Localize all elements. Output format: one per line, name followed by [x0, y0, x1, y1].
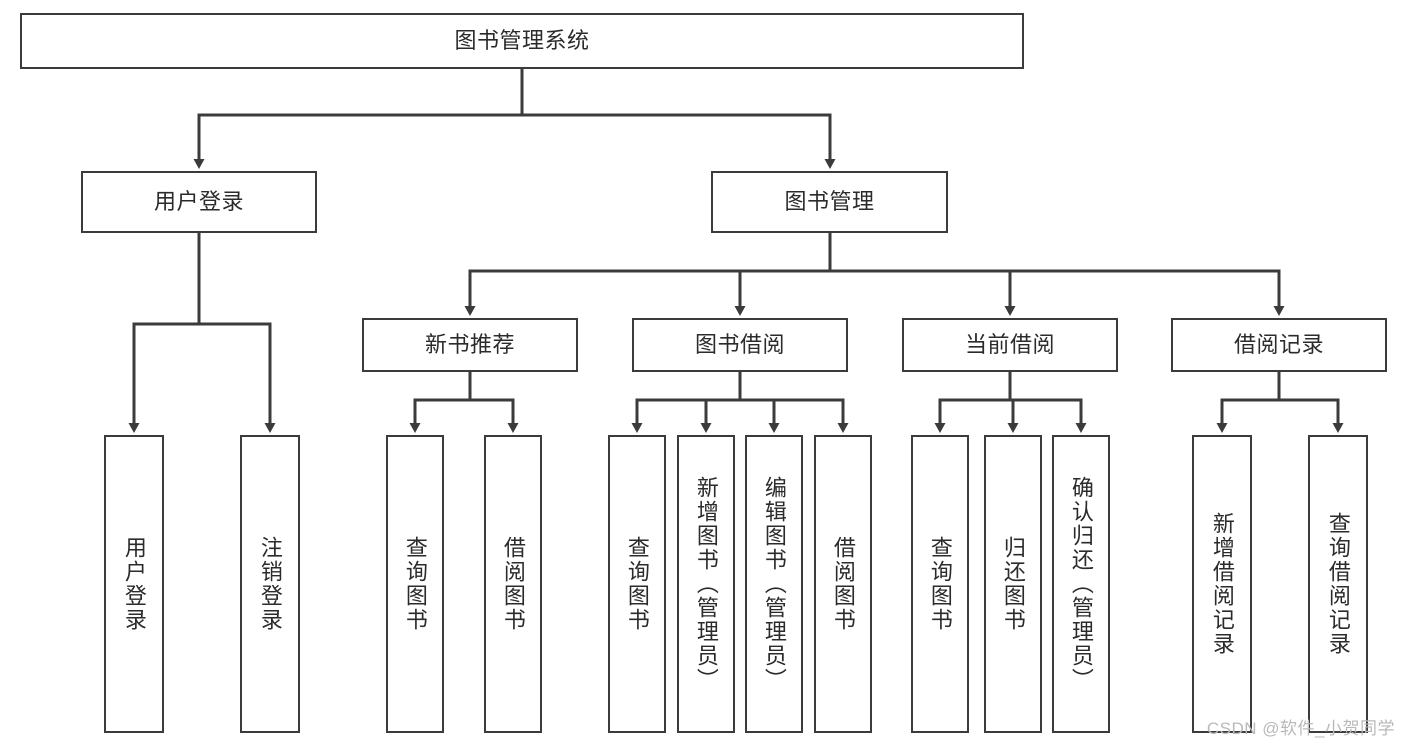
node-label: 用户登录	[121, 536, 147, 632]
node-leaf-user-logout[interactable]: 注销登录	[240, 435, 300, 733]
node-label: 图书管理系统	[454, 28, 590, 54]
connector-line	[128, 322, 199, 433]
connector-line	[734, 269, 830, 316]
node-bookmgmt[interactable]: 图书管理	[711, 171, 948, 233]
connector-line	[522, 113, 836, 169]
connector-line	[830, 269, 1016, 316]
node-newbook[interactable]: 新书推荐	[362, 318, 578, 372]
node-leaf-nb-query[interactable]: 查询图书	[386, 435, 444, 733]
connector-line	[700, 398, 740, 433]
connector-line	[1010, 398, 1087, 433]
connector-line	[199, 322, 276, 433]
node-label: 借阅记录	[1233, 332, 1324, 358]
node-root[interactable]: 图书管理系统	[20, 13, 1024, 69]
node-leaf-bk-borrow[interactable]: 借阅图书	[814, 435, 872, 733]
node-label: 确认归还（管理员）	[1068, 476, 1094, 692]
node-leaf-rec-add[interactable]: 新增借阅记录	[1192, 435, 1252, 733]
node-leaf-rec-query[interactable]: 查询借阅记录	[1308, 435, 1368, 733]
node-label: 编辑图书（管理员）	[761, 476, 787, 692]
node-label: 新书推荐	[424, 332, 515, 358]
node-leaf-bk-add[interactable]: 新增图书（管理员）	[677, 435, 735, 733]
node-label: 当前借阅	[964, 332, 1055, 358]
watermark-label: CSDN @软件_小贺同学	[1206, 719, 1395, 738]
node-leaf-user-login[interactable]: 用户登录	[104, 435, 164, 733]
connector-line	[470, 398, 519, 433]
connector-line	[464, 269, 830, 316]
connector-line	[934, 398, 1010, 433]
connector-line	[193, 113, 522, 169]
connector-line	[409, 398, 470, 433]
node-leaf-cur-query[interactable]: 查询图书	[911, 435, 969, 733]
node-label: 注销登录	[257, 536, 283, 632]
node-label: 查询图书	[624, 536, 650, 632]
node-label: 查询图书	[402, 536, 428, 632]
node-label: 图书借阅	[694, 332, 785, 358]
node-label: 新增图书（管理员）	[693, 476, 719, 692]
node-leaf-cur-confirm[interactable]: 确认归还（管理员）	[1052, 435, 1110, 733]
node-label: 新增借阅记录	[1209, 512, 1235, 656]
node-label: 查询图书	[927, 536, 953, 632]
connector-line	[631, 398, 740, 433]
connector-line	[1216, 398, 1279, 433]
node-leaf-cur-return[interactable]: 归还图书	[984, 435, 1042, 733]
node-current[interactable]: 当前借阅	[902, 318, 1118, 372]
connector-line	[1007, 398, 1019, 433]
node-label: 查询借阅记录	[1325, 512, 1351, 656]
node-borrow[interactable]: 图书借阅	[632, 318, 848, 372]
node-records[interactable]: 借阅记录	[1171, 318, 1387, 372]
node-leaf-bk-query[interactable]: 查询图书	[608, 435, 666, 733]
node-label: 归还图书	[1000, 536, 1026, 632]
connector-line	[740, 398, 780, 433]
node-label: 图书管理	[784, 189, 875, 215]
node-label: 借阅图书	[830, 536, 856, 632]
connector-line	[740, 398, 849, 433]
node-leaf-nb-borrow[interactable]: 借阅图书	[484, 435, 542, 733]
connector-line	[830, 269, 1285, 316]
connector-line	[1279, 398, 1344, 433]
node-login[interactable]: 用户登录	[81, 171, 317, 233]
node-leaf-bk-edit[interactable]: 编辑图书（管理员）	[745, 435, 803, 733]
node-label: 借阅图书	[500, 536, 526, 632]
node-label: 用户登录	[153, 189, 244, 215]
